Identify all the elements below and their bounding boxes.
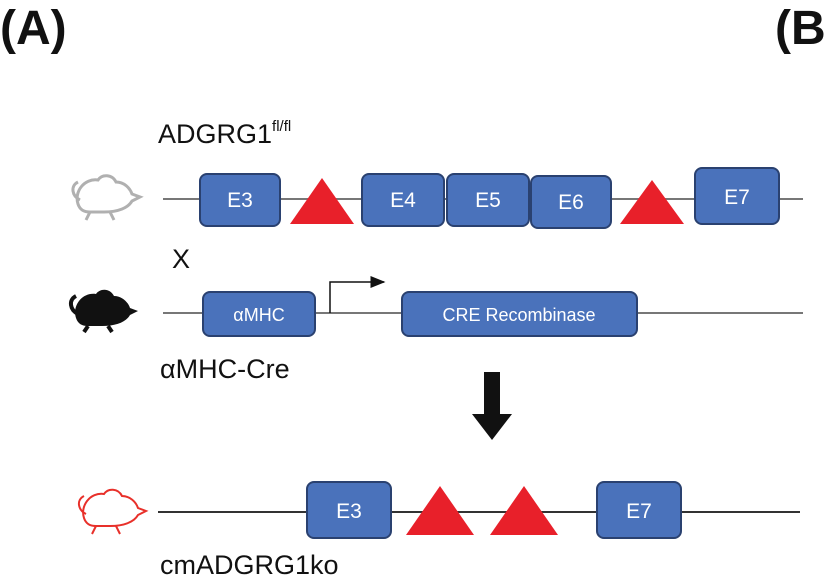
floxed-mouse-icon — [71, 174, 144, 221]
panel-label-b: (B — [775, 2, 826, 55]
panel-label-a: (A) — [0, 2, 67, 55]
svg-text:E3: E3 — [227, 189, 253, 212]
flox-row-label: ADGRG1fl/fl — [158, 118, 291, 149]
ko-exon-e3: E3 — [306, 481, 392, 539]
svg-text:αMHC: αMHC — [233, 305, 284, 325]
svg-text:CRE Recombinase: CRE Recombinase — [442, 305, 595, 325]
flox-exon-e6: E6 — [530, 175, 612, 229]
result-arrow-icon — [472, 372, 512, 440]
svg-text:E4: E4 — [390, 189, 416, 212]
cross-symbol: X — [172, 244, 190, 274]
transcription-start-arrow-icon — [329, 276, 386, 313]
svg-text:E7: E7 — [626, 500, 652, 523]
flox-exon-e5: E5 — [446, 173, 530, 227]
knockout-mouse-icon — [78, 488, 149, 535]
svg-text:E6: E6 — [558, 191, 584, 214]
ko-loxp-site-1-icon — [406, 486, 474, 535]
ko-row-label: cmADGRG1ko — [160, 550, 339, 579]
cre-mouse-icon — [69, 289, 138, 334]
ko-loxp-site-2-icon — [490, 486, 558, 535]
loxp-site-1-icon — [290, 178, 354, 224]
cre-recombinase-box: CRE Recombinase — [401, 291, 638, 337]
cre-row-label: αMHC-Cre — [160, 354, 290, 384]
flox-exon-e4: E4 — [361, 173, 445, 227]
svg-text:E3: E3 — [336, 500, 362, 523]
promoter-box: αMHC — [202, 291, 316, 337]
ko-exon-e7: E7 — [596, 481, 682, 539]
svg-text:E7: E7 — [724, 186, 750, 209]
flox-exon-e7: E7 — [694, 167, 780, 225]
loxp-site-2-icon — [620, 180, 684, 224]
svg-text:E5: E5 — [475, 189, 501, 212]
flox-exon-e3: E3 — [199, 173, 281, 227]
